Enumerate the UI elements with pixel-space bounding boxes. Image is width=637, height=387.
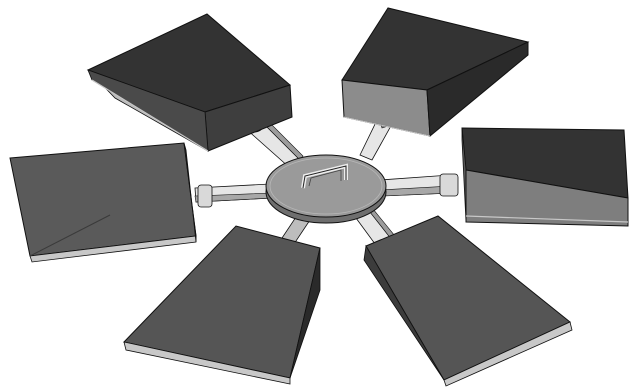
blade-left — [9, 142, 197, 263]
blade-bottom-left — [123, 225, 321, 385]
blade-top-left — [86, 13, 293, 152]
central-hub — [265, 154, 387, 224]
arm-left — [194, 183, 273, 208]
arm-right — [379, 173, 459, 197]
blade-bottom-right — [363, 215, 573, 387]
blade-right — [461, 127, 629, 227]
hub-handle — [301, 163, 348, 189]
blade-top-right — [341, 7, 530, 138]
